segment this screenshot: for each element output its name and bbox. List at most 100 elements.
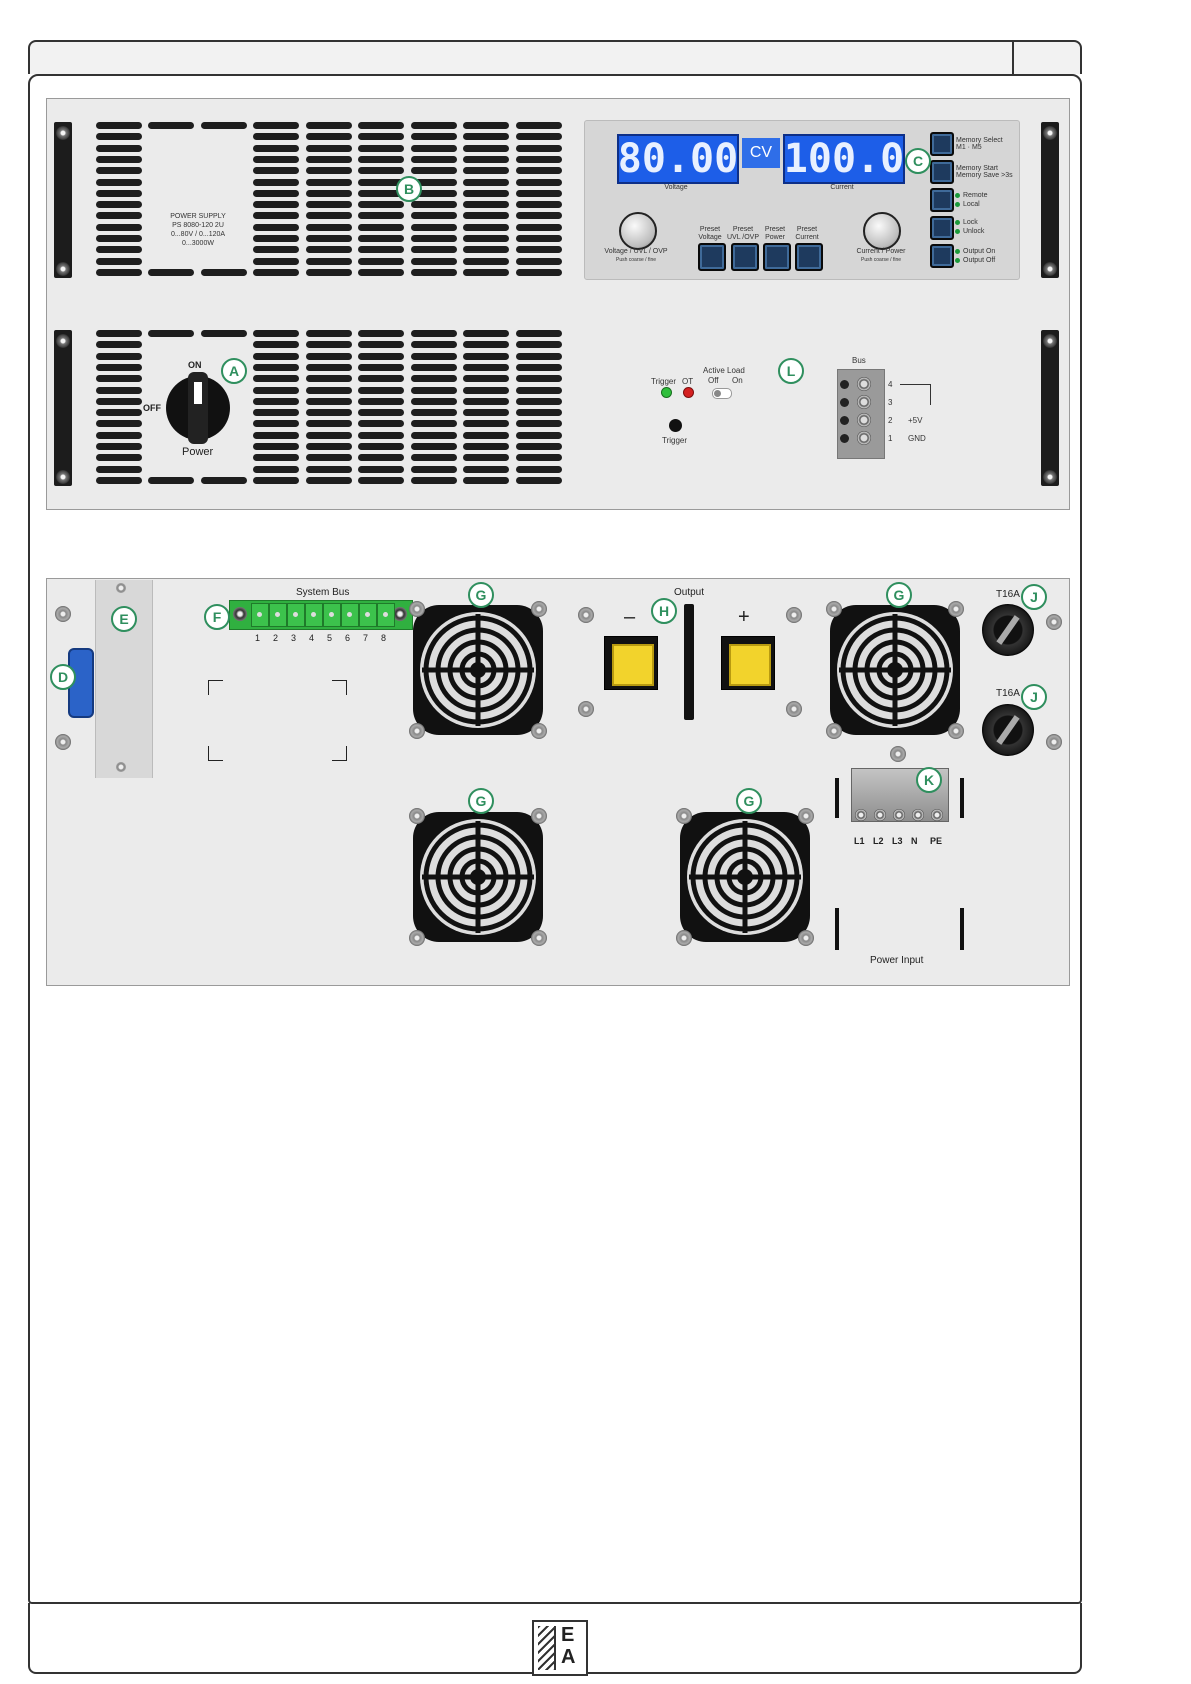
vent-slot: [253, 375, 299, 383]
vent-slot: [516, 386, 562, 394]
vent-slot: [96, 235, 142, 242]
vent-slot: [96, 201, 142, 209]
vent-slot: [96, 223, 142, 231]
output-plus-terminal[interactable]: [721, 636, 775, 690]
vent-slot: [411, 235, 457, 242]
power-terminal-screw[interactable]: [912, 809, 924, 821]
bus-pin-screw[interactable]: [857, 395, 871, 409]
vent-slot: [253, 212, 299, 220]
output-off-label: Output Off: [963, 257, 996, 264]
bus-pin-screw[interactable]: [857, 377, 871, 391]
screw: [56, 262, 70, 276]
memory-select-button[interactable]: [930, 132, 954, 156]
rear-screw: [1046, 734, 1062, 750]
fan-screw: [409, 930, 425, 946]
current-caption: Current: [830, 184, 854, 191]
power-terminal-label: L1: [854, 836, 865, 846]
mode-display: CV: [742, 138, 780, 168]
fan-grill-icon: [837, 612, 953, 728]
fuse-holder-2[interactable]: [982, 704, 1034, 756]
fuse-holder-1[interactable]: [982, 604, 1034, 656]
current-knob[interactable]: [863, 212, 901, 250]
vent-slot: [358, 465, 404, 473]
preset-uvl-ovp-button[interactable]: [731, 243, 759, 271]
vent-slot: [411, 212, 457, 220]
power-off-label: OFF: [143, 403, 161, 413]
fan-screw: [531, 601, 547, 617]
ot-led-label: OT: [682, 377, 694, 386]
power-input-caption: Power Input: [870, 955, 924, 966]
remote-label: Remote: [963, 192, 988, 199]
vent-slot: [253, 341, 299, 349]
vent-slot: [411, 431, 457, 439]
vent-slot: [358, 201, 404, 209]
bus-pin-screw[interactable]: [857, 413, 871, 427]
system-bus-pin-hole: [257, 612, 262, 617]
header-bar: [28, 40, 1082, 74]
callout-k: K: [916, 767, 942, 793]
vent-slot: [201, 330, 247, 337]
vent-slot: [306, 257, 352, 265]
vent-slot: [516, 144, 562, 152]
vent-slot: [516, 330, 562, 337]
vent-slot: [411, 443, 457, 450]
system-bus-pin: [377, 603, 395, 627]
vent-slot: [253, 122, 299, 129]
fan-screw: [409, 601, 425, 617]
ea-logo-stripes: [538, 1626, 556, 1670]
vent-slot: [463, 246, 509, 254]
vent-slot: [516, 235, 562, 242]
local-label: Local: [963, 201, 980, 208]
active-load-switch[interactable]: [712, 388, 732, 399]
vent-slot: [201, 122, 247, 129]
vent-slot: [516, 352, 562, 360]
vent-slot: [358, 341, 404, 349]
preset-voltage-label-1: Preset: [699, 226, 721, 233]
power-switch[interactable]: [166, 372, 230, 444]
lock-led: [955, 220, 960, 225]
vent-slot: [96, 431, 142, 439]
fan-screw: [676, 808, 692, 824]
vent-slot: [96, 246, 142, 254]
vent-slot: [306, 133, 352, 141]
preset-current-button[interactable]: [795, 243, 823, 271]
model-label: [150, 150, 240, 262]
power-terminal-screw[interactable]: [855, 809, 867, 821]
callout-e: E: [111, 606, 137, 632]
system-bus-pin: [323, 603, 341, 627]
active-load-off-label: Off: [708, 376, 719, 385]
vent-slot: [96, 155, 142, 163]
bus-pin-number: 1: [888, 434, 893, 443]
memory-start-button[interactable]: [930, 160, 954, 184]
vent-slot: [96, 476, 142, 484]
vent-slot: [306, 341, 352, 349]
vent-slot: [516, 201, 562, 209]
screw: [56, 470, 70, 484]
trigger-button[interactable]: [669, 419, 682, 432]
screw: [56, 126, 70, 140]
preset-power-button[interactable]: [763, 243, 791, 271]
remote-local-button[interactable]: [930, 188, 954, 212]
output-button[interactable]: [930, 244, 954, 268]
vent-slot: [411, 386, 457, 394]
output-off-led: [955, 258, 960, 263]
system-bus-pin-hole: [311, 612, 316, 617]
vent-slot: [253, 465, 299, 473]
vent-slot: [96, 397, 142, 405]
power-terminal-screw[interactable]: [874, 809, 886, 821]
system-bus-pin-number: 6: [345, 633, 351, 643]
bus-pin-screw[interactable]: [857, 431, 871, 445]
cutout-corner: [208, 680, 223, 695]
power-terminal-screw[interactable]: [893, 809, 905, 821]
voltage-knob[interactable]: [619, 212, 657, 250]
vent-slot: [463, 212, 509, 220]
fan-screw: [948, 723, 964, 739]
power-terminal-screw[interactable]: [931, 809, 943, 821]
vent-slot: [516, 167, 562, 175]
bus-pin-dot: [840, 380, 849, 389]
rear-screw: [786, 607, 802, 623]
lock-button[interactable]: [930, 216, 954, 240]
output-minus-terminal[interactable]: [604, 636, 658, 690]
preset-voltage-button[interactable]: [698, 243, 726, 271]
vent-slot: [358, 268, 404, 276]
